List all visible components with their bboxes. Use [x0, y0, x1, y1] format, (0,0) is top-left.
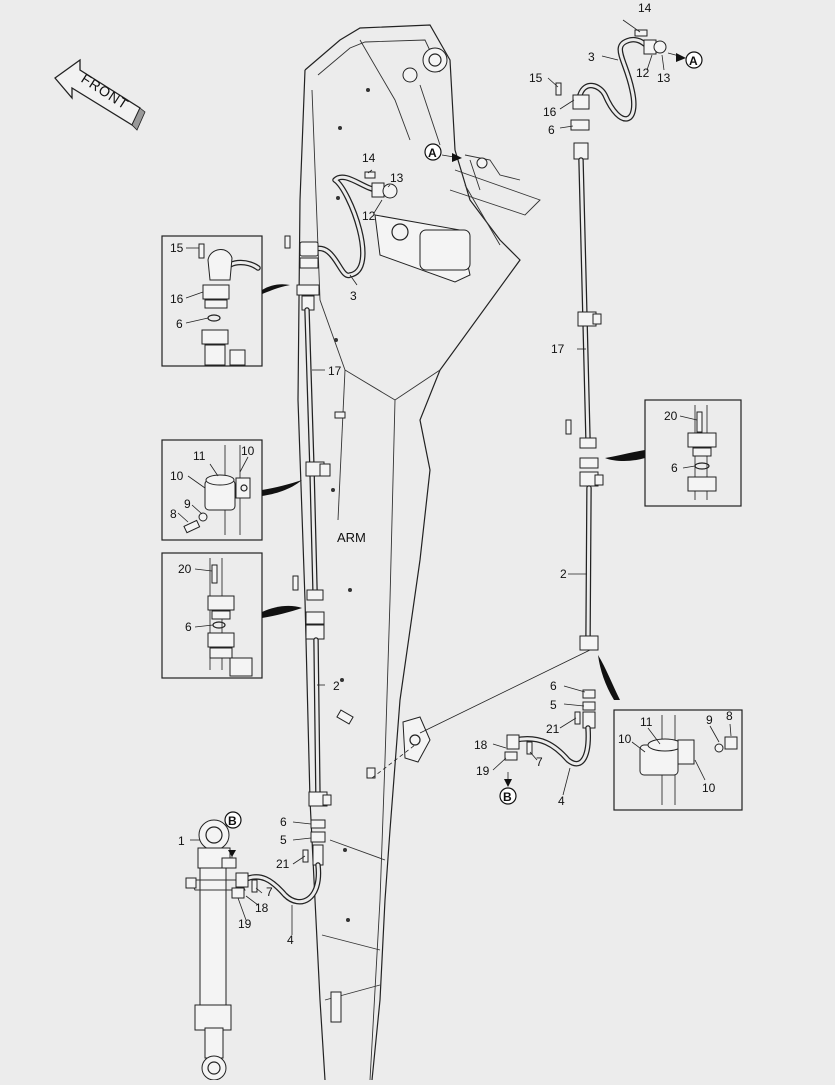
callout-21: 21 [546, 722, 560, 736]
callout-12: 12 [362, 209, 376, 223]
callout-9: 9 [706, 713, 713, 727]
callout-6: 6 [280, 815, 287, 829]
left-hose-assembly [185, 171, 398, 905]
callout-14: 14 [638, 1, 652, 15]
callout-numbers: 14 3 12 13 15 16 6 14 13 12 3 17 2 17 2 … [170, 1, 733, 947]
callout-20: 20 [178, 562, 192, 576]
callout-3: 3 [350, 289, 357, 303]
callout-17: 17 [551, 342, 565, 356]
callout-15: 15 [170, 241, 184, 255]
callout-10: 10 [241, 444, 255, 458]
callout-8: 8 [170, 507, 177, 521]
callout-6: 6 [185, 620, 192, 634]
callout-6: 6 [671, 461, 678, 475]
callout-6: 6 [176, 317, 183, 331]
detail-box-clamp-right [598, 655, 743, 811]
svg-text:B: B [228, 814, 237, 828]
callout-12: 12 [636, 66, 650, 80]
callout-20: 20 [664, 409, 678, 423]
ref-b-left: B [224, 811, 242, 829]
callout-5: 5 [280, 833, 287, 847]
arm-label: ARM [337, 530, 366, 545]
callout-leaders [190, 19, 665, 935]
callout-7: 7 [536, 755, 543, 769]
callout-10: 10 [170, 469, 184, 483]
callout-15: 15 [529, 71, 543, 85]
detail-box-fitting-top-left [161, 235, 290, 367]
callout-16: 16 [170, 292, 184, 306]
svg-text:B: B [503, 790, 512, 804]
callout-11: 11 [640, 715, 653, 729]
callout-19: 19 [238, 917, 252, 931]
callout-11: 11 [193, 449, 206, 463]
callout-16: 16 [543, 105, 557, 119]
callout-2: 2 [560, 567, 567, 581]
front-direction-arrow: FRONT [54, 58, 146, 131]
svg-text:A: A [689, 54, 698, 68]
detail-box-fitting-left [161, 552, 302, 679]
callout-9: 9 [184, 497, 191, 511]
callout-6: 6 [548, 123, 555, 137]
hydraulic-cylinder [189, 819, 246, 1081]
svg-text:A: A [428, 146, 437, 160]
detail-box-fitting-right [605, 399, 742, 507]
callout-1: 1 [178, 834, 185, 848]
callout-5: 5 [550, 698, 557, 712]
callout-4: 4 [558, 794, 565, 808]
callout-3: 3 [588, 50, 595, 64]
callout-13: 13 [657, 71, 671, 85]
ref-b-right: B [499, 772, 517, 805]
callout-4: 4 [287, 933, 294, 947]
ref-a-top: A [667, 51, 703, 69]
detail-box-clamp-left [161, 439, 302, 541]
arm-body: ARM [297, 24, 591, 1081]
callout-10: 10 [618, 732, 632, 746]
callout-19: 19 [476, 764, 490, 778]
callout-6: 6 [550, 679, 557, 693]
callout-7: 7 [266, 885, 273, 899]
callout-21: 21 [276, 857, 290, 871]
callout-18: 18 [255, 901, 269, 915]
callout-17: 17 [328, 364, 342, 378]
callout-10: 10 [702, 781, 716, 795]
callout-18: 18 [474, 738, 488, 752]
ref-a-mid: A [424, 143, 521, 181]
callout-13: 13 [390, 171, 404, 185]
callout-8: 8 [726, 709, 733, 723]
callout-14: 14 [362, 151, 376, 165]
callout-2: 2 [333, 679, 340, 693]
right-hose-assembly [504, 29, 667, 767]
